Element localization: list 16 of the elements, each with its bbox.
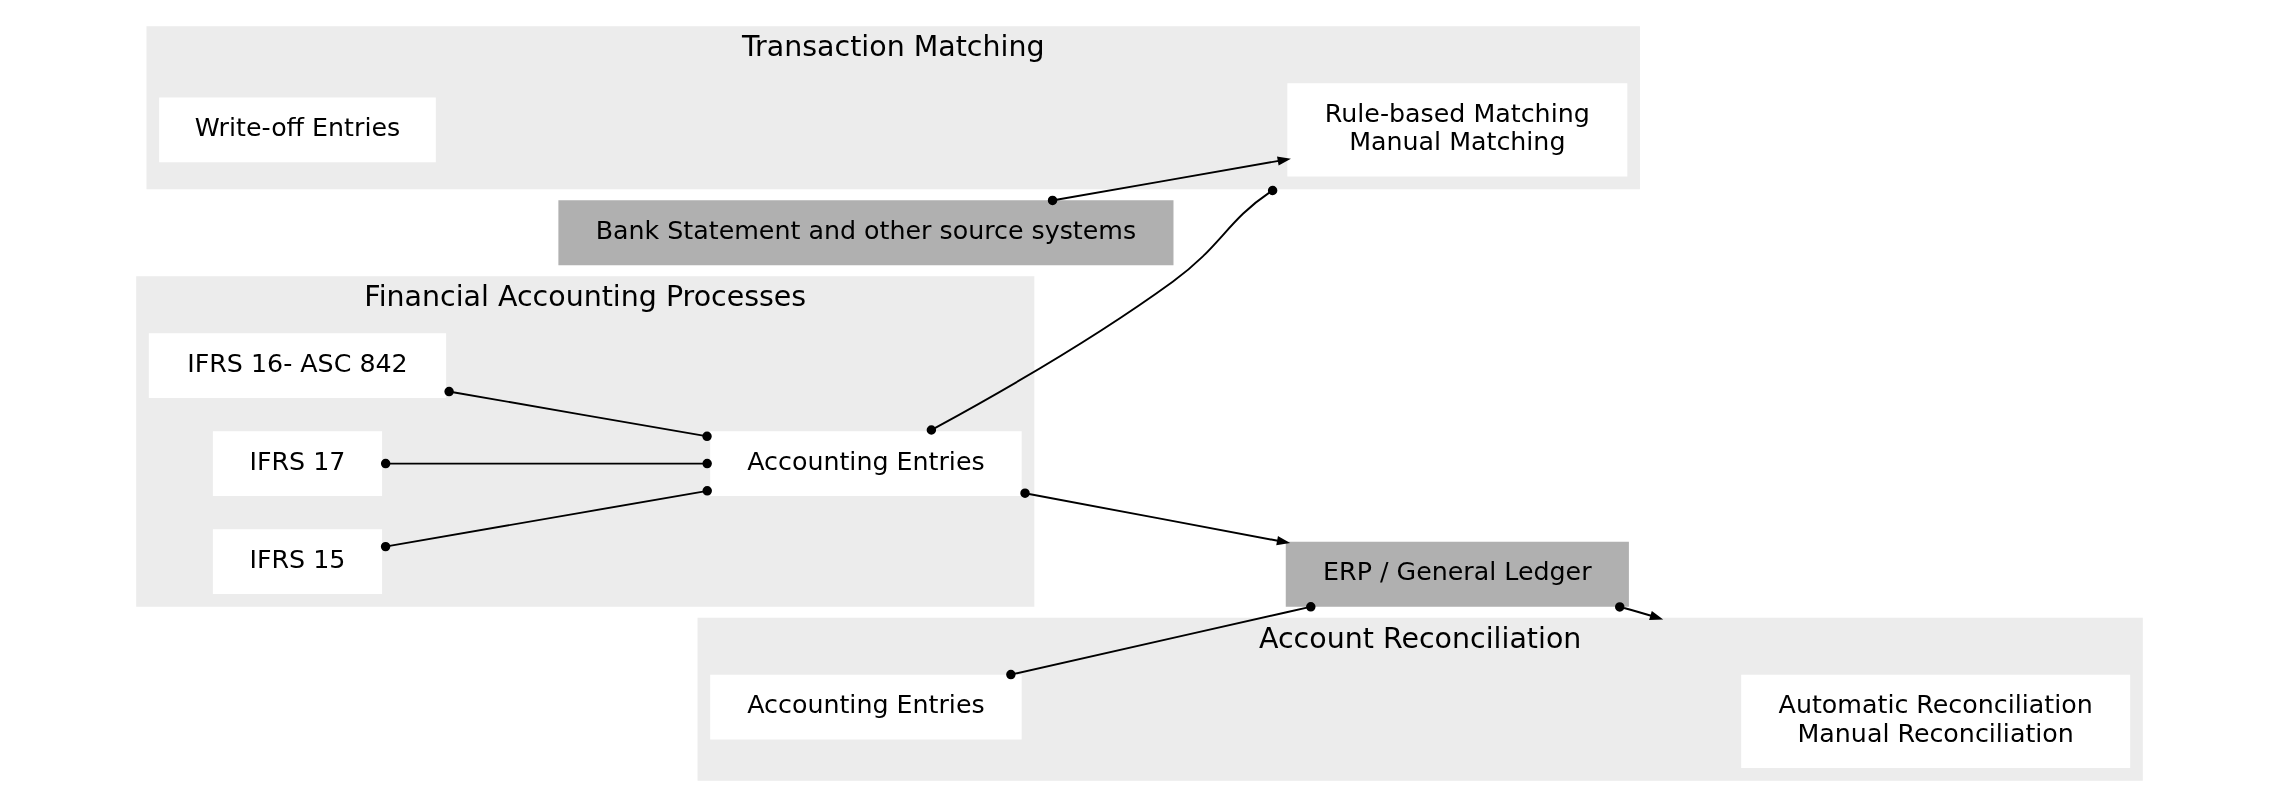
node-box: IFRS 16- ASC 842 [148, 333, 446, 398]
node-box: IFRS 15 [212, 529, 382, 595]
node-box: ERP / General Ledger [1285, 541, 1629, 607]
connector [926, 185, 1277, 435]
node-box: Bank Statement and other source systems [557, 200, 1173, 266]
node-box: Rule-based Matching Manual Matching [1286, 83, 1627, 177]
node-box: IFRS 17 [212, 431, 382, 496]
connector [380, 458, 712, 469]
connector [1005, 602, 1316, 680]
arrow [1614, 602, 1663, 620]
node-box: Accounting Entries [709, 674, 1022, 740]
connector [380, 486, 712, 552]
connector [443, 386, 712, 442]
arrow [1019, 488, 1290, 546]
arrow [1047, 156, 1291, 206]
node-box: Accounting Entries [709, 431, 1022, 496]
